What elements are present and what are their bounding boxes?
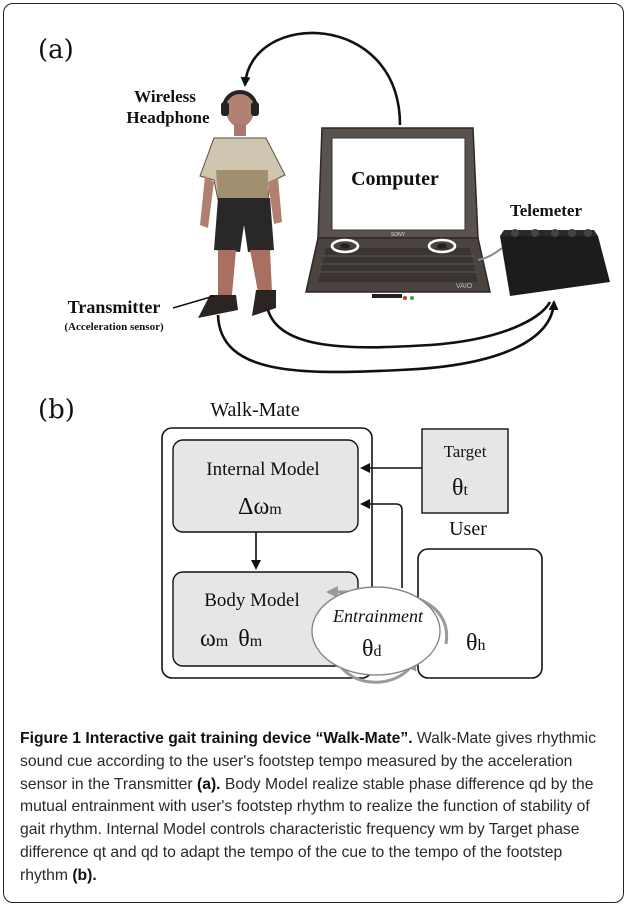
user-box: [417, 548, 543, 679]
headphone-label-line2: Headphone: [126, 108, 210, 127]
laptop-telemeter-cable: [477, 247, 503, 261]
internal-model-title: Internal Model: [206, 459, 319, 480]
target-box: [421, 428, 509, 514]
transmitter-to-telemeter-link-2: [266, 301, 552, 349]
target-title: Target: [444, 442, 487, 461]
internal-model-symbol: Δωm: [238, 494, 282, 520]
walking-person-illustration: [198, 90, 286, 318]
caption-title: Figure 1 Interactive gait training devic…: [20, 730, 413, 747]
panel-a-label: (a): [38, 35, 74, 65]
entrainment-to-internal-arrow: [360, 499, 403, 588]
transmitter-sublabel: (Acceleration sensor): [64, 321, 164, 333]
laptop-brand-text: SONY: [391, 232, 406, 238]
computer-label: Computer: [351, 168, 439, 190]
entrainment-title: Entrainment: [332, 606, 424, 626]
entrainment-ellipse: [311, 586, 441, 676]
entrainment-symbol: θd: [362, 636, 382, 662]
laptop-logo-text: VAIO: [456, 283, 473, 290]
transmitter-pointer: [172, 295, 215, 309]
computer-to-headphone-link: [240, 31, 402, 126]
figure-caption: Figure 1 Interactive gait training devic…: [20, 728, 610, 888]
panel-b-label: (b): [38, 395, 75, 425]
transmitter-label: Transmitter: [68, 297, 161, 317]
walkmate-title: Walk-Mate: [210, 399, 300, 421]
caption-ref-a: (a).: [197, 775, 221, 793]
user-symbol: θh: [466, 630, 486, 656]
caption-body-part2: Body Model realize stable phase differen…: [20, 775, 594, 884]
internal-model-box: [172, 439, 359, 533]
caption-ref-b: (b).: [72, 866, 97, 884]
transmitter-to-telemeter-link-1: [216, 300, 559, 374]
target-symbol: θt: [452, 475, 469, 501]
user-title: User: [449, 518, 487, 540]
laptop-illustration: SONY VAIO: [305, 127, 491, 300]
body-model-title: Body Model: [204, 590, 300, 611]
telemeter-label: Telemeter: [510, 201, 583, 220]
figure-diagram: (a) Wireless Headphone SONY: [38, 31, 610, 684]
telemeter-illustration: [500, 229, 610, 296]
caption-body-part1: Walk-Mate gives rhythmic sound cue accor…: [20, 730, 596, 793]
headphone-label-line1: Wireless: [134, 87, 196, 106]
